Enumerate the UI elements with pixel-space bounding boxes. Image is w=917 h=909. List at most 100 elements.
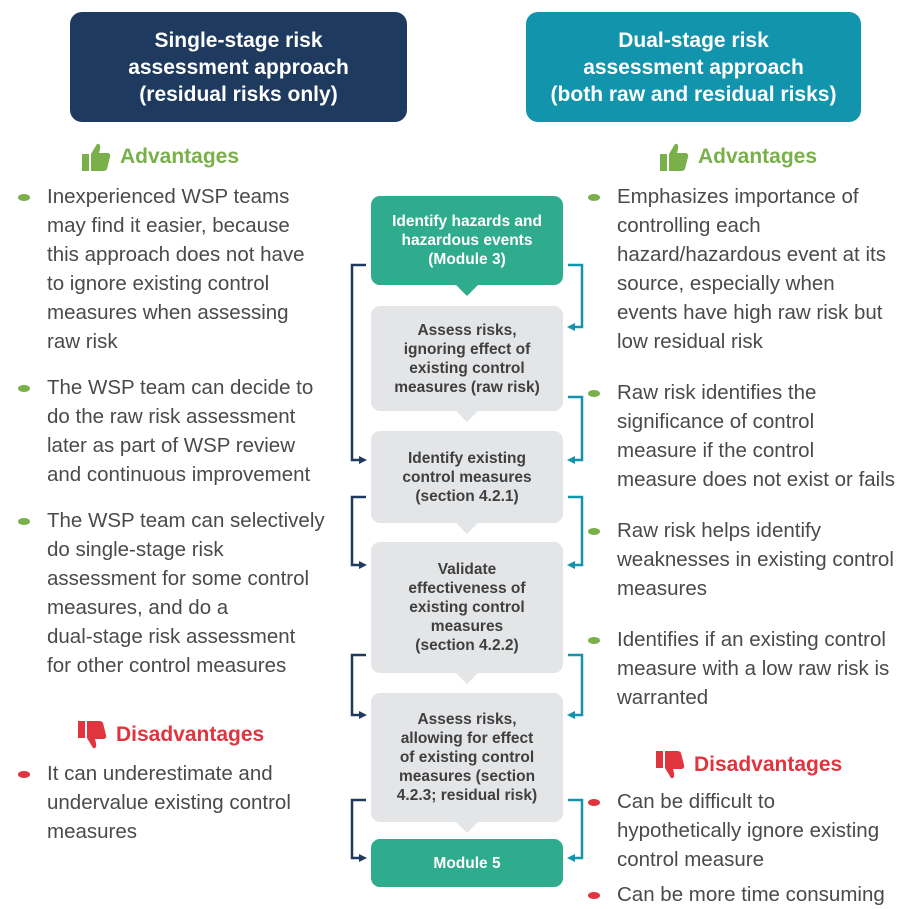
bullet-line: events have high raw risk but [617,301,883,324]
step-line: measures [430,618,504,635]
flow-step-validate-controls: Validate effectiveness of existing contr… [371,542,563,684]
bullet-line: measure does not exist or fails [617,468,896,491]
step-line: Validate [437,561,497,578]
list-item: Identifies if an existing control measur… [584,625,917,712]
flow-notch [456,411,478,422]
left-flow-arrow [350,263,367,464]
bullet-dot [588,528,600,535]
header-line: assessment approach [128,55,349,79]
right-flow-arrow [567,653,584,719]
bullet-line: warranted [617,686,709,709]
right-flow-arrow [567,495,584,569]
step-line: existing control [409,359,525,377]
header-line: (both raw and residual risks) [550,82,837,106]
right-flow-arrow [567,263,584,331]
list-item: Inexperienced WSP teams may find it easi… [14,182,354,356]
list-item: The WSP team can decide to do the raw ri… [14,373,354,489]
single-stage-header: Single-stage risk assessment approach (r… [70,12,407,122]
bullet-line: do the raw risk assessment [47,405,296,428]
step-line: 4.2.3; residual risk) [396,787,538,804]
step-line: control measures [402,468,532,486]
bullet-line: Inexperienced WSP teams [47,185,290,208]
bullet-line: significance of control [617,410,815,433]
header-line: assessment approach [583,55,804,79]
thumbs-down-icon [78,721,107,749]
bullet-line: to ignore existing control [47,272,270,295]
step-line: Identify hazards and [392,213,542,230]
bullet-line: Raw risk helps identify [617,519,821,542]
bullet-line: dual-stage risk assessment [47,625,296,648]
right-disadvantages-title: Disadvantages [654,749,842,781]
thumbs-up-icon [82,143,111,171]
step-line: Assess risks, [417,711,517,728]
header-line: (residual risks only) [139,82,338,106]
bullet-line: measures when assessing [47,301,289,324]
bullet-dot [588,390,600,397]
bullet-line: low residual risk [617,330,763,353]
bullet-line: assessment for some control [47,567,310,590]
step-line: Identify existing [408,449,526,467]
bullet-line: measures [617,577,708,600]
step-line: hazardous events [401,232,533,249]
right-disadvantages-list: Can be difficult to hypothetically ignor… [584,787,917,909]
list-item: Raw risk helps identify weaknesses in ex… [584,516,917,603]
dual-stage-header: Dual-stage risk assessment approach (bot… [526,12,861,122]
disadvantages-label: Disadvantages [694,753,843,776]
bullet-line: measures, and do a [47,596,229,619]
right-flow-arrow [567,798,584,862]
bullet-line: Raw risk identifies the [617,381,817,404]
thumbs-up-icon [660,143,689,171]
bullet-line: do single-stage risk [47,538,224,561]
left-flow-arrow [350,798,367,862]
flow-notch [456,285,478,296]
bullet-line: controlling each [617,214,761,237]
left-disadvantages-title: Disadvantages [76,719,264,751]
header-line: Single-stage risk [154,28,323,52]
thumbs-down-icon [656,751,685,779]
bullet-line: Identifies if an existing control [617,628,886,651]
right-flow-arrow [567,395,584,464]
left-flow-arrow [350,495,367,569]
left-advantages-title: Advantages [80,141,239,173]
step-line: (section 4.2.2) [415,637,519,654]
advantages-label: Advantages [120,145,240,168]
flow-notch [456,673,478,684]
bullet-line: Emphasizes importance of [617,185,859,208]
disadvantages-label: Disadvantages [116,723,265,746]
bullet-dot [18,385,30,392]
bullet-dot [18,518,30,525]
step-line: existing control [409,599,525,616]
bullet-line: The WSP team can selectively [47,509,325,532]
bullet-line: hypothetically ignore existing [617,819,880,842]
bullet-line: The WSP team can decide to [47,376,314,399]
bullet-line: undervalue existing control [47,791,291,814]
step-line: measures (raw risk) [394,378,540,396]
left-advantages-list: Inexperienced WSP teams may find it easi… [14,182,354,680]
bullet-line: Can be difficult to [617,790,776,813]
bullet-line: It can underestimate and [47,762,273,785]
flow-step-identify-hazards: Identify hazards and hazardous events (M… [371,196,563,296]
bullet-dot [588,799,600,806]
bullet-line: may find it easier, because [47,214,290,237]
flow-step-assess-raw-risk: Assess risks, ignoring effect of existin… [371,306,563,422]
list-item: Can be difficult to hypothetically ignor… [584,787,917,874]
list-item: Raw risk identifies the significance of … [584,378,917,494]
bullet-line: raw risk [47,330,118,353]
list-item: The WSP team can selectively do single-s… [14,506,354,680]
flow-step-identify-controls: Identify existing control measures (sect… [371,431,563,534]
right-advantages-list: Emphasizes importance of controlling eac… [584,182,917,712]
flow-notch [456,822,478,833]
header-line: Dual-stage risk [618,28,769,52]
bullet-dot [18,194,30,201]
bullet-line: measure with a low raw risk is [617,657,890,680]
bullet-dot [588,194,600,201]
bullet-dot [588,637,600,644]
list-item: Can be more time consuming [584,880,917,909]
step-line: allowing for effect [400,730,534,747]
bullet-line: this approach does not have [47,243,305,266]
step-line: ignoring effect of [403,340,531,358]
bullet-line: for other control measures [47,654,287,677]
step-line: Module 5 [433,854,501,872]
bullet-dot [18,771,30,778]
